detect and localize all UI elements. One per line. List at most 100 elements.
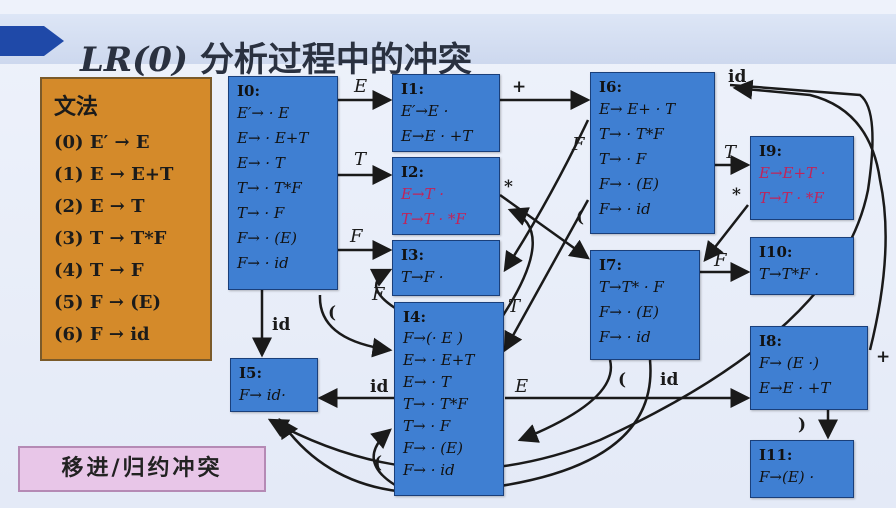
- conflict-label: 移进/归约冲突: [18, 446, 266, 492]
- grammar-rule: (6) F → id: [54, 324, 150, 345]
- grammar-heading: 文法: [54, 95, 99, 120]
- state-i9: I9: E→E+T · T→T · *F: [750, 136, 854, 220]
- edge-i6-i3: [503, 119, 590, 273]
- state-item: F→(· E ): [403, 329, 463, 347]
- edge-label: (: [618, 370, 626, 390]
- edge-label: *: [732, 185, 741, 205]
- state-header: I7:: [599, 256, 622, 274]
- state-item: T→F ·: [401, 268, 444, 286]
- state-item: T→ · T*F: [599, 125, 664, 143]
- state-item-conflict: T→T · *F: [401, 210, 466, 228]
- state-item: T→ · F: [237, 204, 285, 222]
- state-item: E→ · E+T: [237, 129, 309, 147]
- state-item: F→ · (E): [599, 303, 659, 321]
- state-item: F→ (E ·): [759, 354, 819, 372]
- edge-i6-i4: [503, 199, 590, 353]
- state-header: I1:: [401, 80, 424, 98]
- state-header: I4:: [403, 308, 426, 326]
- title-text: 分析过程中的冲突: [188, 40, 472, 80]
- edge-label: T: [508, 296, 522, 317]
- state-item: F→ · id: [237, 254, 289, 272]
- edge-i4-i4: [370, 428, 396, 487]
- state-i8: I8: F→ (E ·) E→E · +T: [750, 326, 868, 410]
- state-item: T→T*F ·: [759, 265, 820, 283]
- edge-label: (: [374, 453, 382, 473]
- edge-label: +: [512, 77, 526, 97]
- state-i10: I10: T→T*F ·: [750, 237, 854, 295]
- state-item: E→ · E+T: [403, 351, 475, 369]
- grammar-panel: 文法 (0) E′ → E (1) E → E+T (2) E → T (3) …: [40, 77, 212, 361]
- edge-i9-i7: [703, 204, 749, 262]
- state-item-conflict: E→T ·: [401, 185, 445, 203]
- state-header: I10:: [759, 243, 793, 261]
- edge-label: T: [724, 142, 738, 163]
- edge-label: F: [371, 284, 386, 305]
- state-item: F→ id·: [239, 386, 286, 404]
- grammar-rule: (3) T → T*F: [54, 228, 167, 249]
- state-i4: I4: F→(· E ) E→ · E+T E→ · T T→ · T*F T→…: [394, 302, 504, 496]
- state-i2: I2: E→T · T→T · *F: [392, 157, 500, 235]
- title-prefix: LR(0): [80, 40, 188, 80]
- page-title: LR(0) 分析过程中的冲突: [80, 32, 472, 81]
- state-item: E′→E ·: [401, 102, 449, 120]
- state-item: E→E · +T: [401, 127, 473, 145]
- state-item: F→ · (E): [237, 229, 297, 247]
- edge-label: (: [328, 303, 336, 323]
- state-item: F→ · (E): [403, 439, 463, 457]
- edge-i0-i4: [318, 294, 393, 358]
- state-item: T→ · T*F: [403, 395, 468, 413]
- edge-label: id: [370, 377, 388, 397]
- state-item: F→ · id: [599, 328, 651, 346]
- edge-label: E: [353, 76, 367, 97]
- state-i3: I3: T→F ·: [392, 240, 500, 296]
- state-item: F→ · id: [403, 461, 455, 479]
- edge-label: ): [798, 415, 806, 435]
- edge-i4-i2: [498, 207, 534, 321]
- state-header: I2:: [401, 163, 424, 181]
- edge-label: F: [713, 250, 728, 271]
- edge-label: E: [514, 376, 528, 397]
- state-item-conflict: E→E+T ·: [759, 164, 826, 182]
- state-item: T→ · F: [403, 417, 451, 435]
- state-i11: I11: F→(E) ·: [750, 440, 854, 498]
- edge-label: T: [354, 149, 368, 170]
- edge-label: id: [272, 315, 290, 335]
- edge-label: (: [576, 207, 584, 227]
- edge-label: F: [571, 134, 586, 155]
- state-header: I5:: [239, 364, 262, 382]
- state-item-conflict: T→T · *F: [759, 189, 824, 207]
- state-item: F→ · id: [599, 200, 651, 218]
- edge-i7-i4: [517, 359, 613, 443]
- edge-label: +: [876, 347, 890, 367]
- state-item: F→(E) ·: [759, 468, 815, 486]
- edge-label: *: [504, 177, 513, 197]
- grammar-rule: (2) E → T: [54, 196, 145, 217]
- state-item: E→ · T: [237, 154, 285, 172]
- state-item: T→ · F: [599, 150, 647, 168]
- state-i6: I6: E→ E+ · T T→ · T*F T→ · F F→ · (E) F…: [590, 72, 715, 234]
- state-header: I11:: [759, 446, 793, 464]
- state-header: I8:: [759, 332, 782, 350]
- grammar-rule: (5) F → (E): [54, 292, 161, 313]
- grammar-rule: (4) T → F: [54, 260, 144, 281]
- state-item: T→T* · F: [599, 278, 664, 296]
- state-header: I6:: [599, 78, 622, 96]
- edge-label: id: [728, 67, 746, 87]
- state-i1: I1: E′→E · E→E · +T: [392, 74, 500, 152]
- state-header: I9:: [759, 142, 782, 160]
- edge-label: id: [660, 370, 678, 390]
- state-i0: I0: E′→ · E E→ · E+T E→ · T T→ · T*F T→ …: [228, 76, 338, 290]
- state-i5: I5: F→ id·: [230, 358, 318, 412]
- grammar-rule: (1) E → E+T: [54, 164, 174, 185]
- state-i7: I7: T→T* · F F→ · (E) F→ · id: [590, 250, 700, 360]
- edge-i4-i3: [369, 268, 396, 310]
- state-item: E→ E+ · T: [599, 100, 676, 118]
- title-bar: LR(0) 分析过程中的冲突: [0, 14, 896, 80]
- grammar-rule: (0) E′ → E: [54, 132, 150, 153]
- state-header: I0:: [237, 82, 260, 100]
- state-item: E′→ · E: [237, 104, 290, 122]
- state-header: I3:: [401, 246, 424, 264]
- state-item: E→E · +T: [759, 379, 831, 397]
- edge-i2-i7: [499, 193, 591, 260]
